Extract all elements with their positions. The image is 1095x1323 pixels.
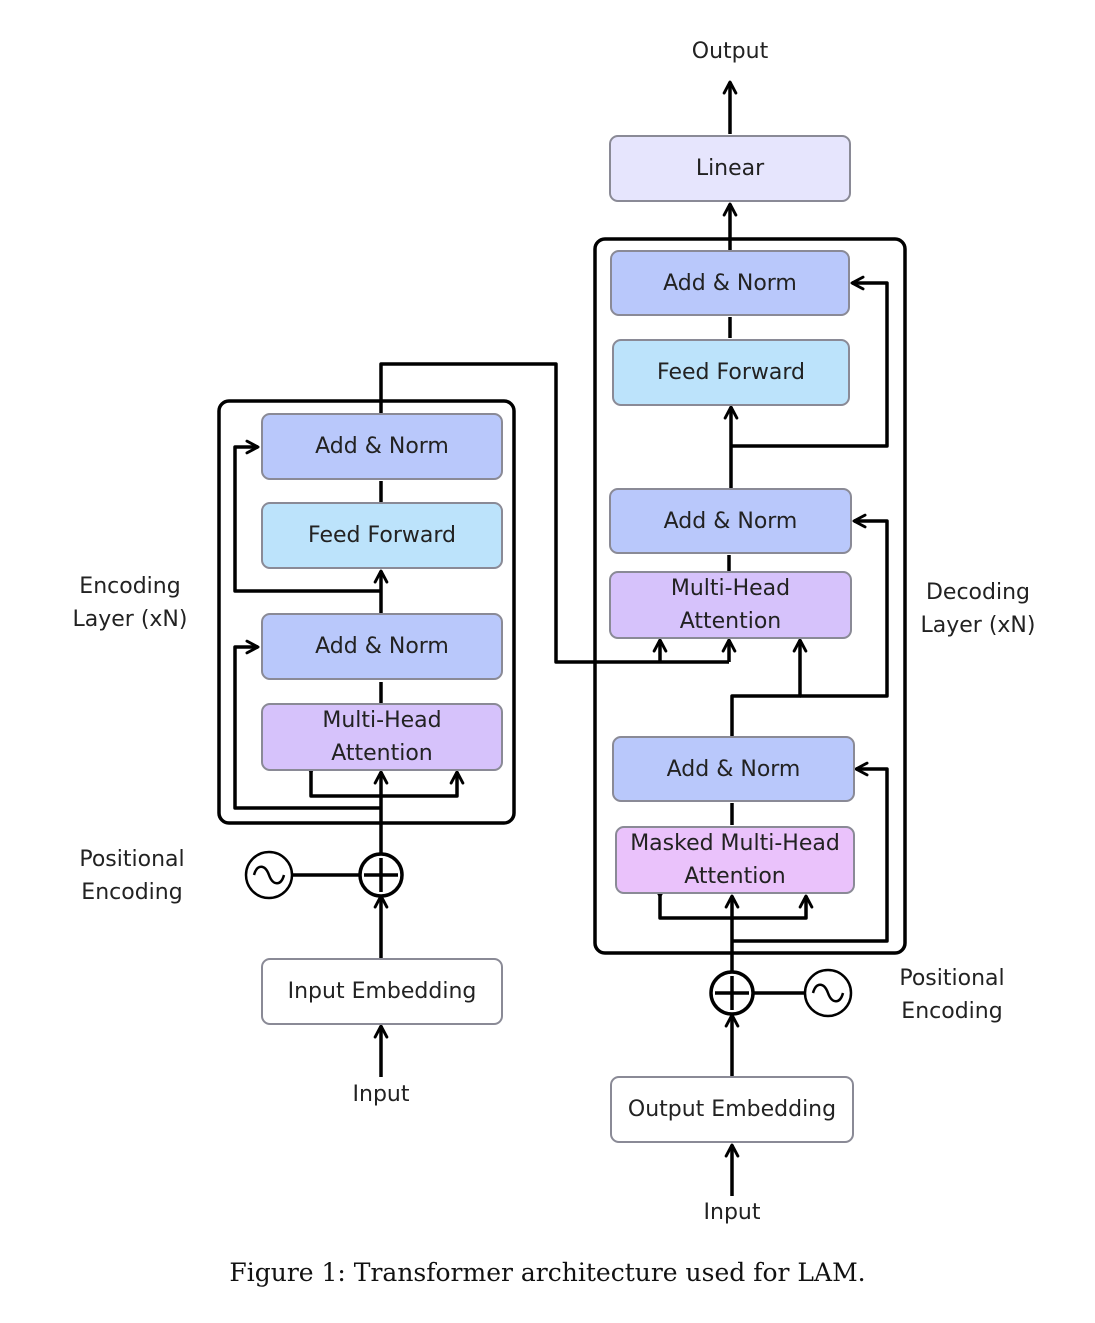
dec-feed-forward: Feed Forward [612, 339, 850, 406]
linear-block: Linear [609, 135, 851, 202]
enc-to-decoder [379, 362, 729, 664]
dec-add-norm-mid: Add & Norm [609, 488, 852, 554]
decoder-layer-frame [593, 237, 907, 955]
enc-sum-node [358, 852, 404, 898]
output-embedding: Output Embedding [610, 1076, 854, 1143]
input-embedding: Input Embedding [261, 958, 503, 1025]
dec-residual-1 [732, 761, 889, 943]
output-label: Output [691, 39, 769, 64]
dec-sum-node [709, 970, 755, 1016]
dec-add-norm-bottom: Add & Norm [612, 736, 855, 802]
enc-residual-1 [233, 639, 381, 810]
dec-residual-3 [731, 275, 889, 448]
dec-input-label: Input [703, 1200, 761, 1225]
enc-feed-forward: Feed Forward [261, 502, 503, 569]
enc-sine-wave-icon [244, 850, 294, 900]
enc-qkv-split [303, 759, 465, 798]
dec-cross-attention: Multi-Head Attention [609, 571, 852, 639]
encoder-layer-frame [217, 399, 516, 825]
dec-positional-encoding-label: Positional Encoding [899, 966, 1005, 1024]
decoding-layer-label: Decoding Layer (xN) [920, 580, 1036, 638]
enc-add-norm-top: Add & Norm [261, 413, 503, 480]
enc-add-norm-bottom: Add & Norm [261, 613, 503, 680]
dec-add-norm-top: Add & Norm [610, 250, 850, 316]
enc-positional-encoding-label: Positional Encoding [79, 847, 185, 905]
enc-input-label: Input [352, 1082, 410, 1107]
dec-masked-attention: Masked Multi-Head Attention [615, 826, 855, 894]
dec-addnorm-to-cross [730, 638, 808, 736]
figure-caption: Figure 1: Transformer architecture used … [229, 1258, 866, 1287]
enc-residual-2 [233, 439, 381, 593]
encoding-layer-label: Encoding Layer (xN) [72, 574, 188, 632]
dec-qkv-split [652, 883, 814, 920]
enc-multi-head-attention: Multi-Head Attention [261, 703, 503, 771]
dec-residual-2 [800, 513, 889, 698]
dec-sine-wave-icon [803, 968, 853, 1018]
